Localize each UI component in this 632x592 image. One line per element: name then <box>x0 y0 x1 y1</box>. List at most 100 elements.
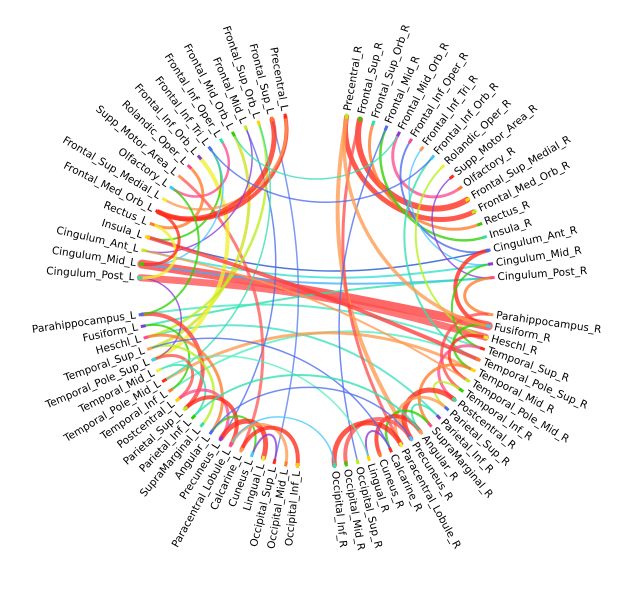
connection-link <box>148 344 216 426</box>
connection-link <box>341 118 403 446</box>
connection-link <box>139 312 205 411</box>
connection-link <box>209 148 433 203</box>
region-tick <box>161 197 168 203</box>
connection-link <box>142 323 191 391</box>
region-tick <box>141 248 147 253</box>
connection-link <box>146 235 480 362</box>
region-tick <box>481 234 488 240</box>
connection-link <box>143 127 253 254</box>
region-tick <box>479 346 486 351</box>
connection-link <box>232 133 400 180</box>
connection-link <box>151 165 205 230</box>
connection-link <box>138 222 178 280</box>
region-tick <box>435 414 442 420</box>
region-tick <box>388 447 393 453</box>
region-tick <box>439 164 446 170</box>
region-tick <box>471 209 478 215</box>
region-tick <box>272 458 277 465</box>
connection-link <box>145 333 224 434</box>
region-tick <box>146 346 153 351</box>
region-tick <box>208 429 214 435</box>
connection-link <box>408 148 491 266</box>
region-tick <box>464 377 471 383</box>
connection-link <box>463 276 494 316</box>
connection-link <box>152 155 230 362</box>
region-tick <box>199 421 205 428</box>
region-tick <box>464 197 471 203</box>
region-tick <box>284 461 288 467</box>
region-tick <box>239 447 244 453</box>
connection-link <box>152 354 195 401</box>
region-tick <box>243 125 249 131</box>
connection-link <box>139 276 182 361</box>
region-tick <box>218 435 224 442</box>
region-tick <box>167 387 174 393</box>
region-tick <box>332 462 337 469</box>
region-tick <box>407 137 414 144</box>
region-tick <box>140 324 146 329</box>
region-tick <box>457 185 463 191</box>
region-tick <box>218 137 225 144</box>
connection-link <box>338 127 387 462</box>
region-tick <box>149 221 156 227</box>
region-tick <box>448 174 455 180</box>
connection-link <box>431 176 493 279</box>
connection-link <box>192 374 422 433</box>
connection-link <box>384 409 431 451</box>
region-tick <box>486 324 492 329</box>
region-tick <box>177 174 184 180</box>
region-tick <box>190 414 197 420</box>
region-tick <box>398 441 404 448</box>
region-tick <box>186 164 193 170</box>
region-tick <box>207 145 213 152</box>
region-tick <box>419 145 425 152</box>
connection-link <box>401 387 457 441</box>
connection-link <box>140 210 181 267</box>
region-tick <box>383 125 389 131</box>
region-tick <box>174 396 181 403</box>
region-tick <box>144 234 151 240</box>
region-tick <box>451 396 458 403</box>
region-ticks <box>137 113 495 469</box>
region-tick <box>344 113 349 119</box>
region-tick <box>396 131 402 137</box>
region-tick <box>377 451 383 458</box>
connection-link <box>179 175 265 451</box>
region-tick <box>485 248 491 253</box>
connection-link <box>271 118 300 462</box>
connection-links <box>136 114 494 468</box>
region-tick <box>366 455 371 462</box>
connection-link <box>183 395 239 447</box>
connection-link <box>414 166 487 339</box>
connection-link <box>437 344 484 401</box>
region-tick <box>458 387 465 393</box>
connection-link <box>393 395 448 446</box>
region-tick <box>269 116 274 122</box>
region-tick <box>249 451 255 458</box>
connection-link <box>342 114 477 222</box>
region-tick <box>230 131 236 137</box>
region-tick <box>443 405 450 412</box>
connection-link <box>251 433 278 463</box>
connection-link <box>239 425 300 467</box>
region-tick <box>283 113 288 119</box>
connection-link <box>417 363 475 426</box>
region-tick <box>371 120 376 126</box>
connection-link <box>163 331 475 382</box>
region-tick <box>475 357 482 362</box>
connection-link <box>140 187 200 316</box>
connection-link <box>379 127 486 242</box>
region-tick <box>355 458 360 465</box>
connection-link <box>342 114 491 328</box>
connection-link <box>230 416 336 466</box>
region-tick <box>169 185 175 191</box>
region-labels: Precentral_LFrontal_Sup_LFrontal_Sup_Orb… <box>31 23 602 551</box>
connection-link <box>391 132 462 199</box>
region-tick <box>256 120 261 126</box>
region-tick <box>196 154 203 161</box>
region-tick <box>488 312 494 317</box>
region-tick <box>161 377 168 383</box>
connection-link <box>149 337 392 451</box>
connection-link <box>331 420 404 468</box>
